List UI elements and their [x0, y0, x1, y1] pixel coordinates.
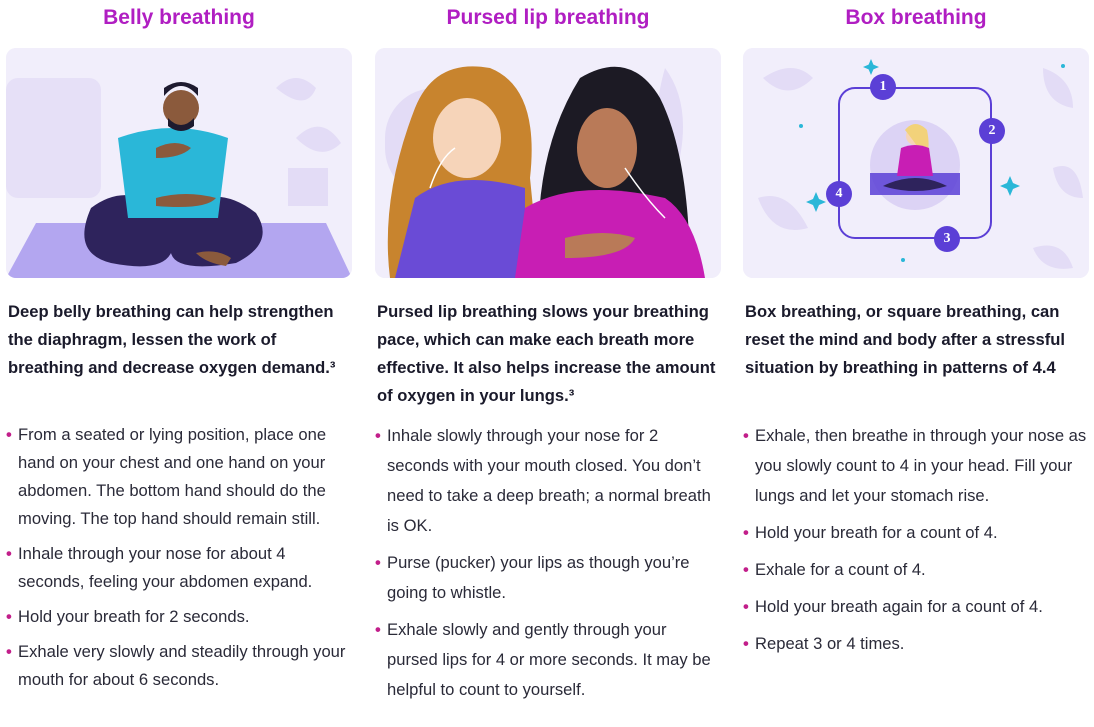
bullet-list: • From a seated or lying position, place … [6, 421, 352, 701]
section-title: Pursed lip breathing [446, 6, 650, 29]
bullet-icon: • [6, 425, 12, 444]
list-item-text: Exhale slowly and gently through your pu… [387, 620, 711, 699]
bullet-icon: • [743, 560, 749, 579]
bullet-icon: • [375, 553, 381, 572]
bullet-icon: • [6, 642, 12, 661]
bullet-list: • Exhale, then breathe in through your no… [743, 421, 1089, 666]
box-step-1: 1 [870, 74, 896, 100]
list-item: • Exhale, then breathe in through your no… [743, 421, 1089, 511]
list-item-text: From a seated or lying position, place o… [18, 425, 327, 528]
list-item-text: Inhale through your nose for about 4 sec… [18, 544, 313, 591]
bullet-icon: • [743, 634, 749, 653]
list-item: • Inhale slowly through your nose for 2 s… [375, 421, 721, 541]
list-item-text: Hold your breath for 2 seconds. [18, 607, 250, 626]
list-item: • From a seated or lying position, place … [6, 421, 352, 533]
list-item: • Repeat 3 or 4 times. [743, 629, 1089, 659]
list-item-text: Repeat 3 or 4 times. [755, 634, 905, 653]
list-item: • Purse (pucker) your lips as though you’… [375, 548, 721, 608]
list-item: • Hold your breath again for a count of 4… [743, 592, 1089, 622]
list-item-text: Exhale for a count of 4. [755, 560, 926, 579]
list-item: • Exhale for a count of 4. [743, 555, 1089, 585]
list-item: • Exhale slowly and gently through your p… [375, 615, 721, 705]
bullet-list: • Inhale slowly through your nose for 2 s… [375, 421, 721, 712]
list-item: • Hold your breath for 2 seconds. [6, 603, 352, 631]
bullet-icon: • [743, 523, 749, 542]
list-item-text: Purse (pucker) your lips as though you’r… [387, 553, 690, 602]
belly-breathing-illustration [6, 48, 352, 278]
section-title: Belly breathing [103, 6, 255, 29]
section-intro: Pursed lip breathing slows your breathin… [377, 302, 716, 405]
bullet-icon: • [375, 426, 381, 445]
section-intro: Box breathing, or square breathing, can … [745, 302, 1065, 377]
list-item: • Inhale through your nose for about 4 se… [6, 540, 352, 596]
pursed-lip-breathing-illustration [375, 48, 721, 278]
list-item-text: Hold your breath again for a count of 4. [755, 597, 1043, 616]
box-step-3: 3 [934, 226, 960, 252]
box-breathing-illustration: 1 2 3 4 [743, 48, 1089, 278]
list-item: • Hold your breath for a count of 4. [743, 518, 1089, 548]
bullet-icon: • [6, 607, 12, 626]
box-step-4: 4 [826, 181, 852, 207]
list-item-text: Inhale slowly through your nose for 2 se… [387, 426, 711, 535]
bullet-icon: • [743, 597, 749, 616]
list-item-text: Exhale very slowly and steadily through … [18, 642, 346, 689]
bullet-icon: • [375, 620, 381, 639]
list-item-text: Exhale, then breathe in through your nos… [755, 426, 1087, 505]
list-item-text: Hold your breath for a count of 4. [755, 523, 998, 542]
list-item: • Exhale very slowly and steadily through… [6, 638, 352, 694]
bullet-icon: • [743, 426, 749, 445]
bullet-icon: • [6, 544, 12, 563]
box-step-2: 2 [979, 118, 1005, 144]
section-title: Box breathing [845, 6, 987, 29]
section-intro: Deep belly breathing can help strengthen… [8, 302, 336, 377]
